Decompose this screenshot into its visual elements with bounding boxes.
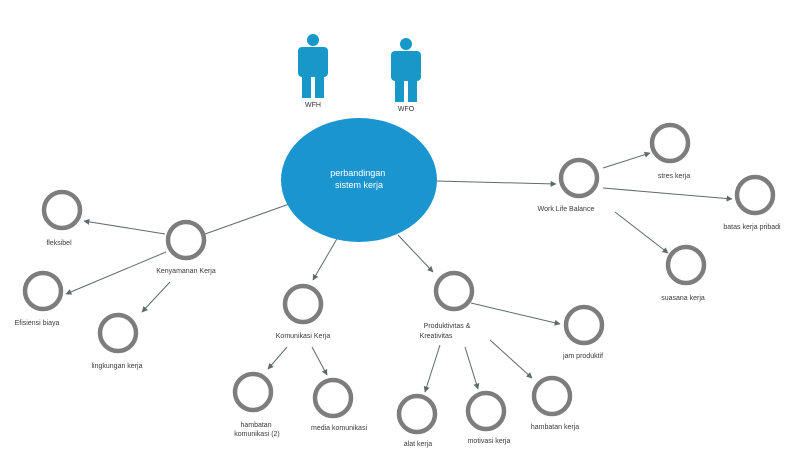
central-topic-line-2: sistem kerja — [335, 180, 383, 190]
branch-circle-work-life-balance — [558, 157, 600, 199]
leaf-label-media-komunikasi-line-1: media komunikasi — [311, 425, 367, 432]
leaf-circle-alat-kerja — [396, 393, 438, 435]
leaf-label-jam-produktif-line-1: jam produktif — [562, 353, 603, 360]
leaf-node-stres-kerja: stres kerja — [649, 122, 691, 180]
connector-layer — [65, 151, 733, 393]
leaf-node-hambatan-komunikasi: hambatan komunikasi (2) — [232, 371, 280, 438]
edge-komunikasi-to-hambatan-komunikasi — [267, 346, 288, 370]
leaf-label-batas-kerja-pribadi: batas kerja pribadi — [723, 224, 781, 231]
leaf-label-lingkungan-kerja-line-1: lingkungan kerja — [92, 363, 143, 370]
edge-kenyamanan-to-efisiensi — [65, 251, 167, 295]
leaf-label-stres-kerja: stres kerja — [658, 173, 690, 180]
leaf-circle-media-komunikasi — [312, 377, 354, 419]
branch-label-produktivitas-line-2: Kreativitas — [420, 333, 453, 340]
leaf-node-suasana-kerja: suasana kerja — [661, 244, 707, 302]
leaf-circle-suasana-kerja — [665, 244, 707, 286]
leaf-node-alat-kerja: alat kerja — [396, 393, 438, 448]
branch-label-work-life-balance: Work Life Balance — [538, 206, 595, 213]
edge-kenyamanan-to-fleksibel — [83, 218, 166, 235]
leaf-label-efisiensi-biaya: Efisiensi biaya — [15, 320, 60, 327]
leaf-label-efisiensi-biaya-line-1: Efisiensi biaya — [15, 320, 60, 327]
person-icon-wfo: WFO — [391, 38, 421, 113]
leaf-circle-stres-kerja — [649, 122, 691, 164]
leaf-label-suasana-kerja: suasana kerja — [661, 295, 705, 302]
leaf-node-motivasi-kerja: motivasi kerja — [465, 390, 511, 445]
branch-node-produktivitas-kreativitas: Produktivitas & Kreativitas — [420, 270, 475, 340]
leaf-circle-motivasi-kerja — [465, 390, 507, 432]
leaf-node-jam-produktif: jam produktif — [562, 304, 605, 360]
branch-label-work-life-balance-line-1: Work Life Balance — [538, 206, 595, 213]
edge-worklife-to-stres — [602, 151, 651, 169]
leaf-node-fleksibel: fleksibel — [41, 189, 83, 247]
edge-center-to-worklife — [435, 180, 557, 187]
branch-node-komunikasi-kerja: Komunikasi Kerja — [276, 283, 331, 340]
leaf-label-alat-kerja-line-1: alat kerja — [404, 441, 433, 448]
branch-label-kenyamanan-kerja-line-1: Kenyamanan Kerja — [156, 268, 216, 275]
leaf-label-hambatan-kerja-line-1: hambatan kerja — [531, 424, 579, 431]
branch-circle-komunikasi-kerja — [282, 283, 324, 325]
edge-produktivitas-to-motivasi — [464, 346, 480, 390]
leaf-label-batas-kerja-pribadi-line-1: batas kerja pribadi — [723, 224, 781, 231]
leaf-label-lingkungan-kerja: lingkungan kerja — [92, 363, 143, 370]
branch-node-kenyamanan-kerja: Kenyamanan Kerja — [156, 219, 216, 275]
edge-center-to-kenyamanan — [190, 202, 293, 241]
branch-label-produktivitas-line-1: Produktivitas & — [424, 323, 471, 330]
leaf-circle-fleksibel — [41, 189, 83, 231]
edge-produktivitas-to-jam — [470, 302, 561, 326]
leaf-node-batas-kerja-pribadi: batas kerja pribadi — [723, 174, 781, 231]
leaf-label-hambatan-komunikasi-line-2: komunikasi (2) — [234, 431, 280, 438]
leaf-circle-jam-produktif — [563, 304, 605, 346]
person-label-wfh: WFH — [305, 102, 321, 109]
leaf-label-suasana-kerja-line-1: suasana kerja — [661, 295, 705, 302]
leaf-label-jam-produktif: jam produktif — [562, 353, 603, 360]
leaf-label-fleksibel-line-1: fleksibel — [46, 240, 72, 247]
edge-komunikasi-to-media — [311, 346, 328, 376]
leaf-label-motivasi-kerja: motivasi kerja — [468, 438, 511, 445]
leaf-label-hambatan-komunikasi: hambatan komunikasi (2) — [234, 422, 280, 438]
branch-label-komunikasi-kerja: Komunikasi Kerja — [276, 333, 331, 340]
leaf-label-fleksibel: fleksibel — [46, 240, 72, 247]
central-topic-text: perbandingan sistem kerja — [330, 168, 388, 190]
edge-center-to-komunikasi — [312, 236, 339, 281]
central-topic-line-1: perbandingan — [330, 168, 385, 178]
edge-center-to-produktivitas — [397, 234, 434, 273]
central-topic-node: perbandingan sistem kerja — [281, 118, 437, 242]
person-label-wfo: WFO — [398, 106, 415, 113]
branch-label-komunikasi-kerja-line-1: Komunikasi Kerja — [276, 333, 331, 340]
leaf-circle-efisiensi-biaya — [22, 270, 64, 312]
leaf-node-hambatan-kerja: hambatan kerja — [531, 375, 579, 431]
edge-produktivitas-to-hambatan-kerja — [489, 339, 533, 379]
leaf-label-stres-kerja-line-1: stres kerja — [658, 173, 690, 180]
leaf-label-alat-kerja: alat kerja — [404, 441, 433, 448]
branch-circle-kenyamanan-kerja — [165, 219, 207, 261]
branch-label-kenyamanan-kerja: Kenyamanan Kerja — [156, 268, 216, 275]
branch-label-produktivitas-kreativitas: Produktivitas & Kreativitas — [420, 323, 473, 340]
branch-circle-produktivitas-kreativitas — [433, 270, 475, 312]
leaf-label-hambatan-kerja: hambatan kerja — [531, 424, 579, 431]
edge-kenyamanan-to-lingkungan — [141, 281, 171, 313]
person-icon-wfh: WFH — [298, 34, 328, 109]
leaf-node-lingkungan-kerja: lingkungan kerja — [92, 312, 143, 370]
leaf-label-media-komunikasi: media komunikasi — [311, 425, 367, 432]
edge-produktivitas-to-alat — [423, 344, 441, 393]
edge-worklife-to-batas — [602, 187, 733, 202]
leaf-circle-batas-kerja-pribadi — [734, 174, 776, 216]
leaf-node-efisiensi-biaya: Efisiensi biaya — [15, 270, 64, 327]
leaf-node-media-komunikasi: media komunikasi — [311, 377, 367, 432]
leaf-label-hambatan-komunikasi-line-1: hambatan — [240, 422, 271, 429]
leaf-circle-hambatan-komunikasi — [232, 371, 274, 413]
central-topic-ellipse — [281, 118, 437, 242]
branch-node-work-life-balance: Work Life Balance — [538, 157, 600, 213]
leaf-circle-hambatan-kerja — [531, 375, 573, 417]
edge-worklife-to-suasana — [614, 211, 669, 254]
leaf-label-motivasi-kerja-line-1: motivasi kerja — [468, 438, 511, 445]
people-group: WFH WFO — [298, 34, 421, 113]
leaf-circle-lingkungan-kerja — [97, 312, 139, 354]
